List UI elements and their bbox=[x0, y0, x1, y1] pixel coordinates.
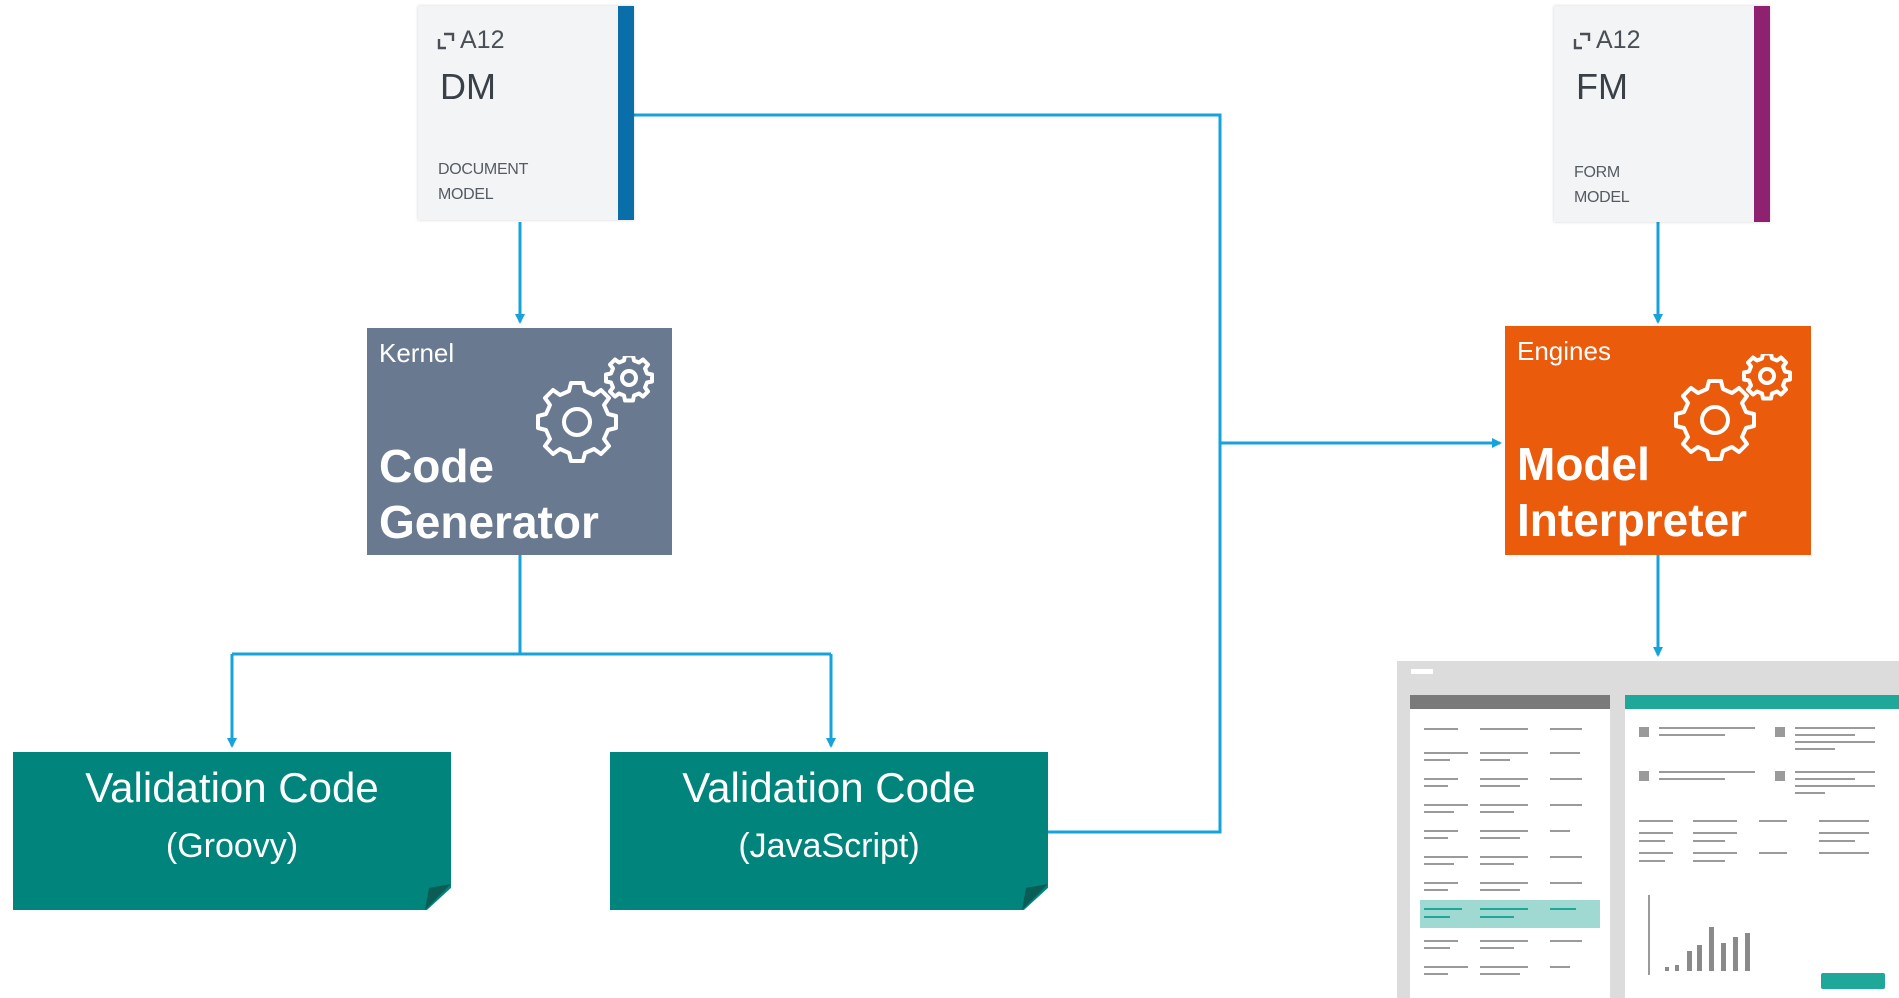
process-title-line2: Generator bbox=[379, 496, 599, 548]
a12-logo-icon bbox=[437, 32, 455, 49]
line-js-to-interpreter bbox=[1048, 443, 1222, 834]
model-desc-line2: MODEL bbox=[438, 186, 494, 203]
brand-label: A12 bbox=[460, 26, 505, 54]
process-code-generator: Kernel Code Generator bbox=[367, 328, 672, 555]
output-validation-javascript: Validation Code (JavaScript) bbox=[610, 752, 1048, 910]
output-language: (Groovy) bbox=[165, 827, 299, 865]
mockup-detail-header bbox=[1625, 695, 1899, 709]
page-fold-icon bbox=[1022, 884, 1048, 910]
model-desc-line1: DOCUMENT bbox=[438, 161, 529, 178]
card-document-model: A12 DM DOCUMENT MODEL bbox=[418, 6, 634, 220]
mockup-list-rows bbox=[1420, 728, 1600, 975]
mockup-panel-header bbox=[1410, 695, 1610, 709]
process-category: Kernel bbox=[379, 338, 455, 368]
mockup-detail-panel bbox=[1625, 695, 1899, 998]
output-language: (JavaScript) bbox=[738, 827, 920, 865]
output-validation-groovy: Validation Code (Groovy) bbox=[13, 752, 451, 910]
process-title-line1: Model bbox=[1517, 438, 1650, 490]
output-title: Validation Code bbox=[85, 764, 379, 811]
model-stripe bbox=[618, 6, 634, 220]
process-model-interpreter: Engines Model Interpreter bbox=[1505, 326, 1811, 555]
line-dm-to-interpreter bbox=[634, 113, 1222, 443]
a12-logo-icon bbox=[1573, 32, 1591, 49]
ui-mockup-screenshot bbox=[1397, 661, 1899, 998]
mockup-detail-content bbox=[1639, 727, 1885, 989]
process-title-line1: Code bbox=[379, 440, 494, 492]
mockup-list-panel bbox=[1410, 695, 1610, 998]
brand: A12 bbox=[436, 26, 504, 55]
page-fold-icon bbox=[425, 884, 451, 910]
model-desc-line1: FORM bbox=[1574, 164, 1620, 181]
output-title: Validation Code bbox=[682, 764, 976, 811]
process-title-line2: Interpreter bbox=[1517, 494, 1748, 546]
brand: A12 bbox=[1572, 26, 1640, 55]
mockup-titlebar-mark bbox=[1411, 669, 1433, 674]
model-code: DM bbox=[440, 66, 496, 107]
gears-icon bbox=[1674, 354, 1792, 461]
brand-label: A12 bbox=[1596, 26, 1641, 54]
model-desc-line2: MODEL bbox=[1574, 189, 1630, 206]
model-code: FM bbox=[1576, 66, 1628, 107]
model-stripe bbox=[1754, 6, 1770, 222]
gears-icon bbox=[536, 356, 654, 463]
card-form-model: A12 FM FORM MODEL bbox=[1554, 6, 1770, 222]
process-category: Engines bbox=[1517, 336, 1611, 366]
